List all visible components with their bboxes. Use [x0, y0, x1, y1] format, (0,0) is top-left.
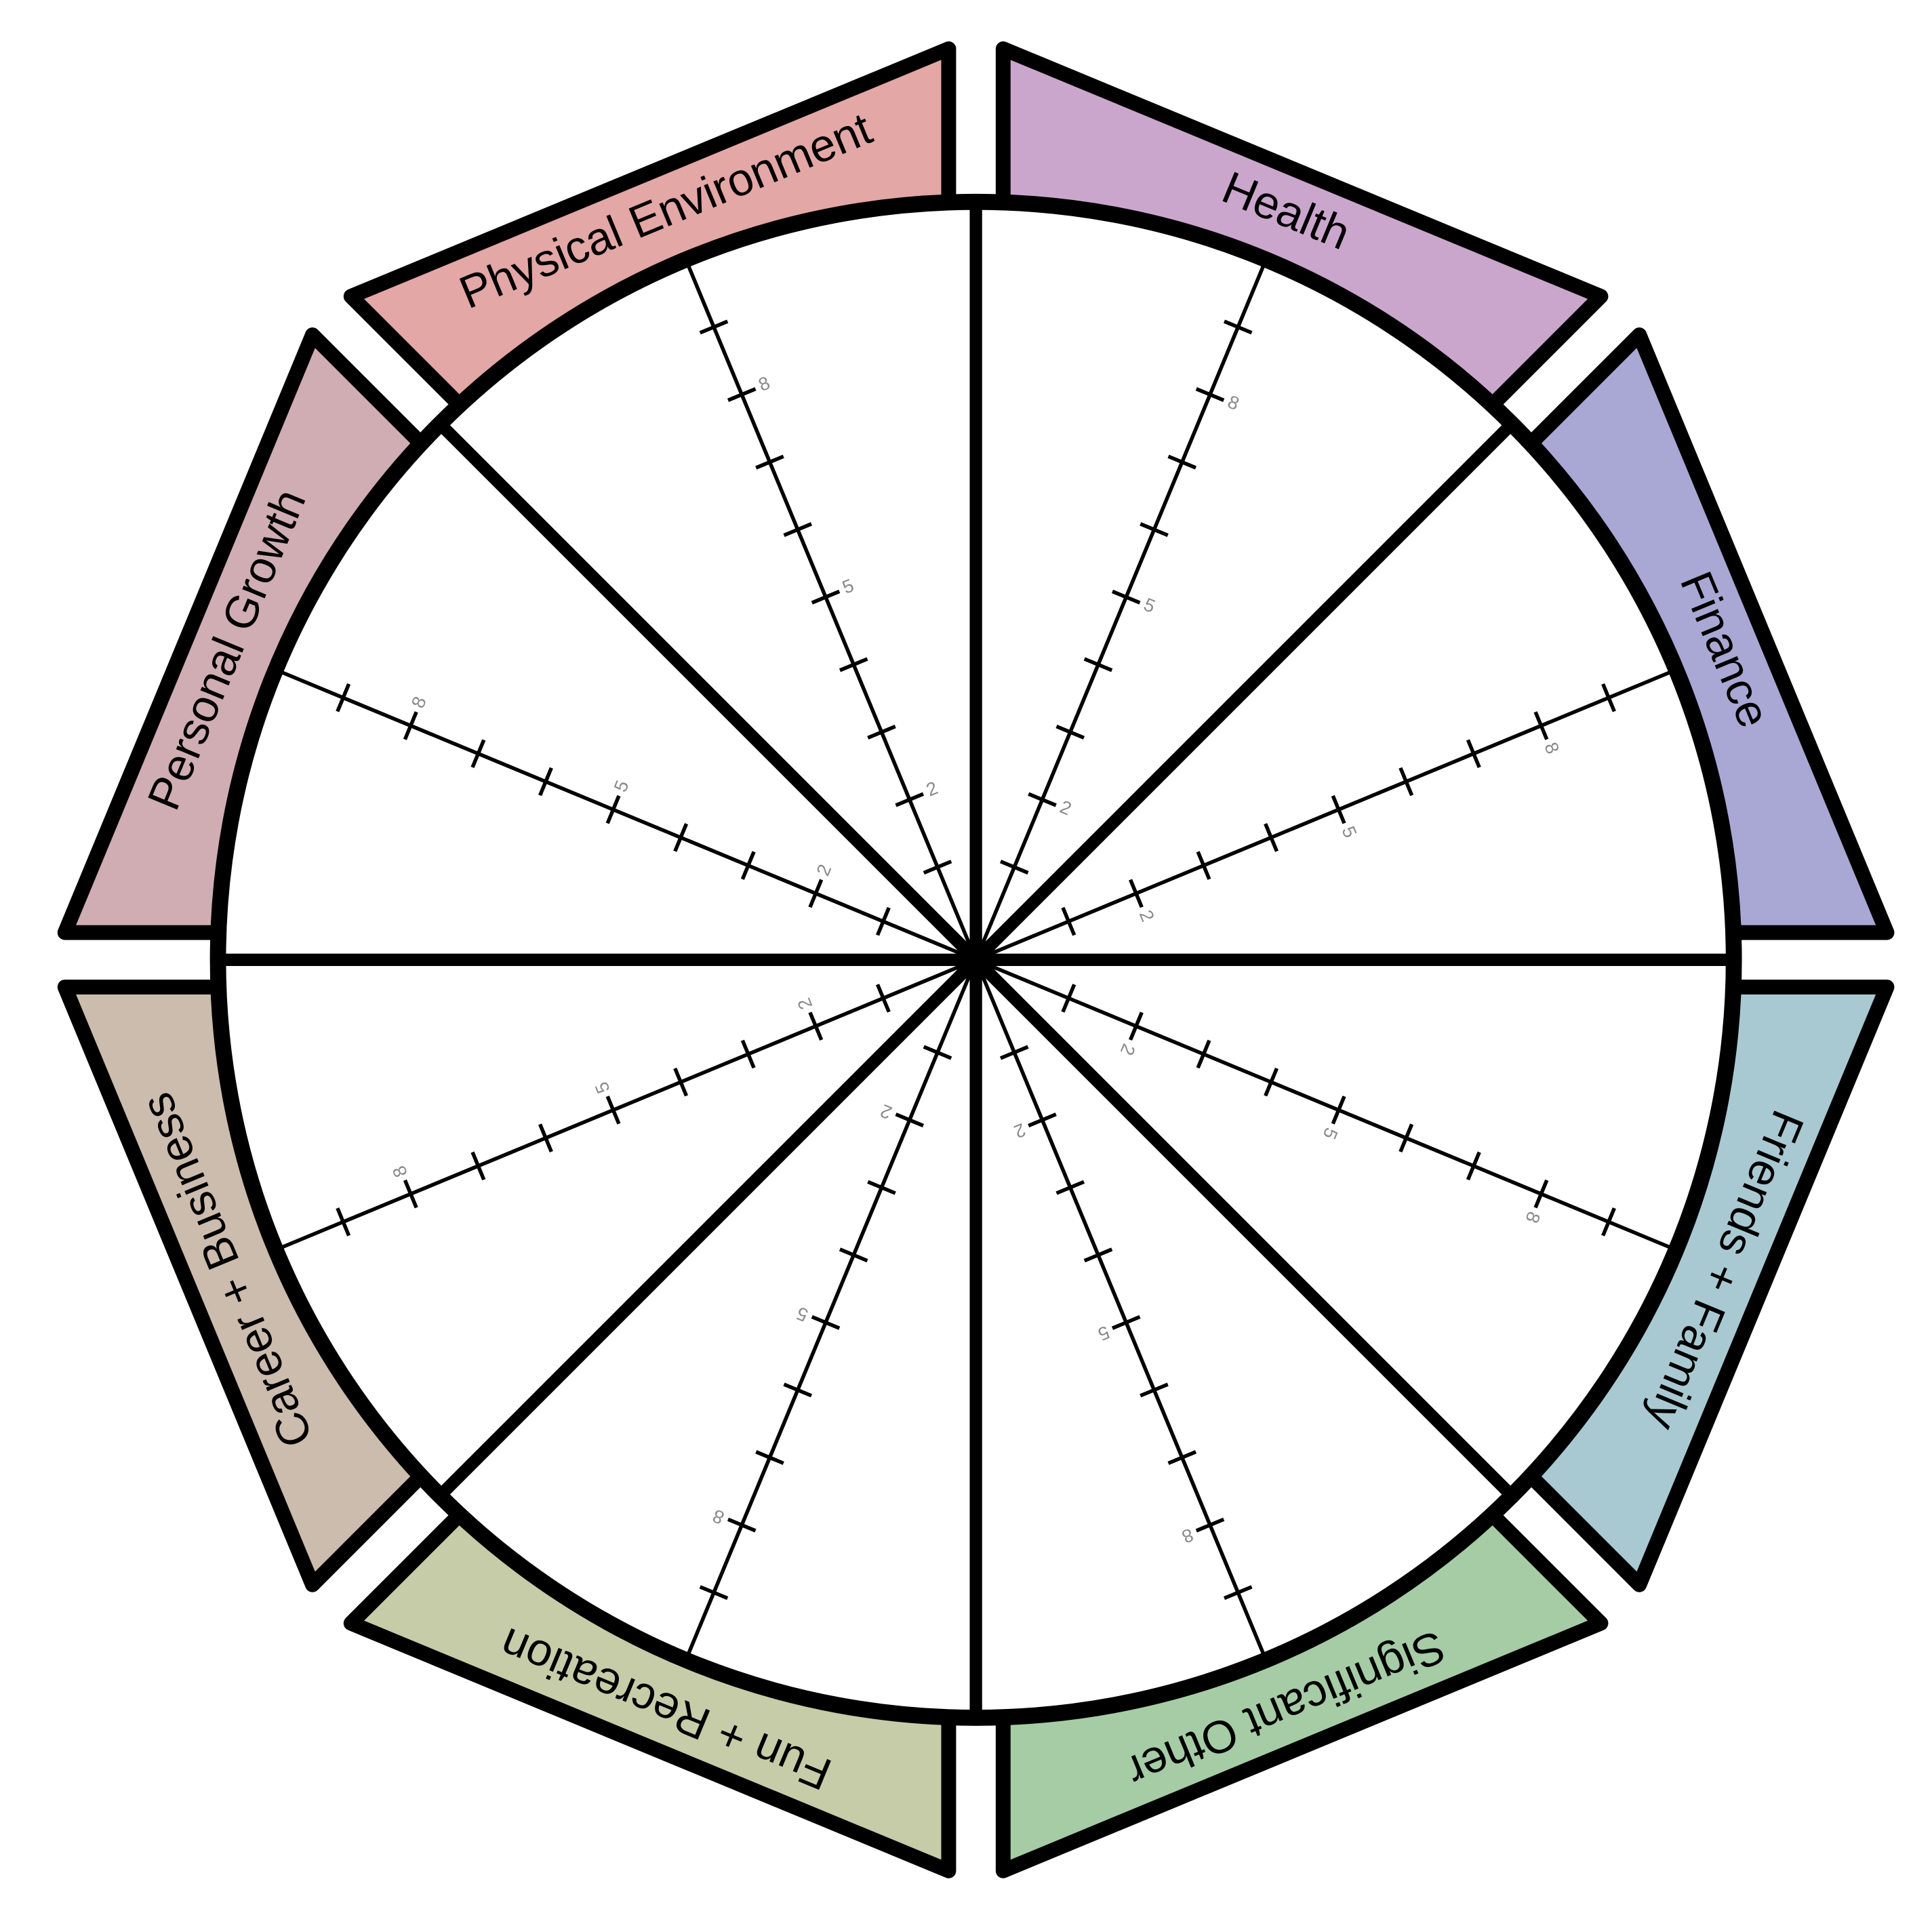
tick-mark — [1028, 1112, 1057, 1128]
tick-mark — [1028, 792, 1057, 807]
tick-mark — [755, 454, 784, 470]
tick-mark — [839, 657, 868, 672]
tick-mark — [1128, 1011, 1144, 1041]
tick-mark — [470, 739, 486, 769]
tick-mark — [1128, 879, 1144, 908]
tick-mark — [403, 1179, 418, 1209]
tick-mark — [1140, 1382, 1169, 1398]
spoke-physical-environment — [684, 258, 978, 961]
tick-mark — [999, 860, 1029, 875]
tick-mark — [867, 725, 896, 740]
tick-mark — [740, 851, 756, 881]
spoke-career-business — [275, 958, 977, 1252]
tick-mark — [605, 1095, 621, 1125]
spoke-health — [974, 258, 1268, 961]
tick-mark — [673, 823, 689, 852]
tick-mark — [1111, 589, 1141, 605]
tick-mark — [999, 1045, 1029, 1060]
spoke-personal-growth — [275, 668, 977, 962]
tick-mark — [1398, 1123, 1414, 1153]
tick-mark — [1466, 739, 1481, 769]
tick-mark — [1601, 683, 1616, 712]
tick-mark — [538, 767, 553, 797]
tick-mark — [1140, 522, 1169, 538]
tick-mark — [1398, 767, 1414, 797]
tick-mark — [811, 1314, 841, 1330]
tick-mark — [1167, 1450, 1197, 1466]
tick-mark — [673, 1067, 689, 1097]
tick-mark — [1167, 454, 1197, 470]
tick-mark — [1466, 1151, 1481, 1181]
tick-mark — [1111, 1314, 1141, 1330]
spoke-fun-recreation — [684, 959, 978, 1661]
section-divider — [969, 953, 1518, 1502]
tick-mark — [923, 1045, 952, 1060]
tick-mark — [808, 879, 824, 908]
tick-mark — [740, 1039, 756, 1069]
tick-mark — [727, 387, 757, 402]
spoke-significant-other — [974, 959, 1268, 1661]
tick-mark — [783, 1382, 813, 1398]
tick-mark — [1083, 1247, 1113, 1263]
tick-mark — [727, 1517, 757, 1533]
tick-mark — [605, 794, 621, 824]
tick-mark — [336, 1207, 351, 1236]
tick-mark — [875, 906, 891, 936]
tick-mark — [1331, 794, 1346, 824]
section-divider — [433, 418, 982, 966]
tick-mark — [1195, 387, 1225, 402]
center-hub — [959, 942, 994, 978]
tick-mark — [336, 683, 351, 712]
tick-mark — [1331, 1095, 1346, 1125]
tick-mark — [755, 1450, 784, 1466]
tick-mark — [1195, 1517, 1225, 1533]
tick-mark — [1196, 851, 1211, 881]
tick-mark — [808, 1011, 824, 1041]
tick-mark — [895, 792, 925, 807]
tick-mark — [1223, 319, 1253, 335]
tick-mark — [1061, 984, 1076, 1013]
tick-mark — [1264, 1067, 1279, 1097]
spoke-finance — [975, 668, 1677, 962]
tick-mark — [923, 860, 952, 875]
tick-mark — [895, 1112, 925, 1128]
spoke-friends-family — [975, 958, 1677, 1252]
tick-mark — [1055, 1180, 1085, 1195]
tick-mark — [1264, 823, 1279, 852]
section-divider — [433, 953, 982, 1502]
tick-mark — [811, 589, 841, 605]
tick-mark — [699, 319, 729, 335]
tick-mark — [1533, 711, 1549, 740]
tick-mark — [867, 1180, 896, 1195]
section-dividers — [212, 195, 1740, 1725]
section-divider — [969, 418, 1518, 966]
tick-mark — [783, 522, 813, 538]
tick-mark — [1601, 1207, 1616, 1236]
tick-mark — [1533, 1179, 1549, 1209]
tick-mark — [1061, 906, 1076, 936]
tick-mark — [1223, 1585, 1253, 1601]
tick-mark — [403, 711, 418, 740]
tick-mark — [1196, 1039, 1211, 1069]
tick-mark — [1055, 725, 1085, 740]
tick-mark — [538, 1123, 553, 1153]
tick-mark — [839, 1247, 868, 1263]
tick-mark — [875, 984, 891, 1013]
tick-mark — [470, 1151, 486, 1181]
tick-mark — [1083, 657, 1113, 672]
tick-mark — [699, 1585, 729, 1601]
